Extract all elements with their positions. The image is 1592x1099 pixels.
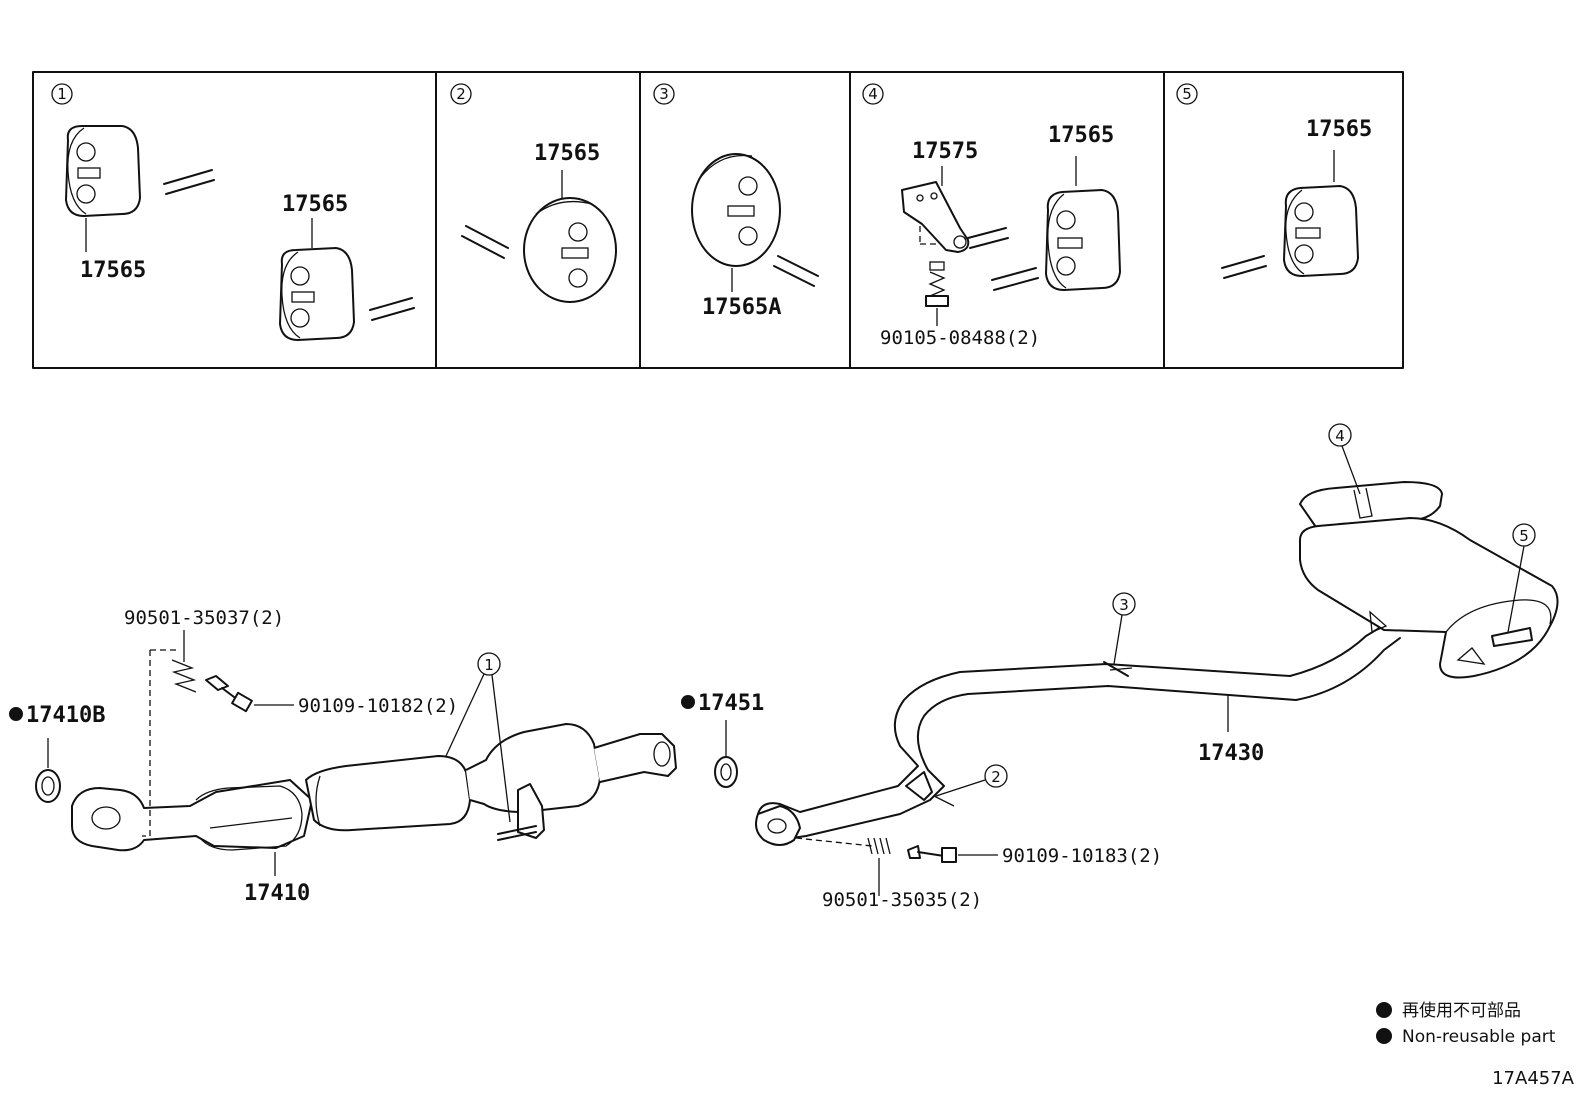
screw-icon [907, 845, 957, 863]
hanger-pin-icon [1221, 255, 1267, 279]
part-label: 17430 [1198, 741, 1264, 766]
panel-index-4: 4 [862, 83, 884, 105]
part-label: 17565 [1306, 117, 1372, 142]
part-label: 1 [57, 85, 67, 103]
part-label: 17565 [534, 141, 600, 166]
part-label: 90109-10182(2) [298, 695, 458, 717]
part-label: 5 [1519, 527, 1529, 545]
gasket-icon [714, 756, 738, 788]
part-label: 2 [991, 768, 1001, 786]
part-label: 3 [659, 85, 669, 103]
diagram-code: 17A457A [1492, 1068, 1575, 1089]
panel-index-2: 2 [450, 83, 472, 105]
part-label: 17410B [26, 703, 105, 728]
rubber-hanger-icon [1045, 189, 1121, 291]
tailpipe-assembly [755, 481, 1559, 846]
hanger-pin-icon [369, 297, 415, 321]
part-label: 2 [456, 85, 466, 103]
part-label: 17565 [1048, 123, 1114, 148]
hanger-pin-icon [461, 225, 509, 259]
part-label: 90105-08488(2) [880, 327, 1040, 349]
rubber-hanger-icon [65, 125, 141, 217]
bracket-icon [901, 181, 1009, 253]
part-label: 90501-35035(2) [822, 889, 982, 911]
panel-index-3: 3 [653, 83, 675, 105]
panel-frame [32, 71, 1404, 369]
detail-panels [32, 71, 1404, 369]
part-label: 17565 [282, 192, 348, 217]
callout-4: 4 [1328, 423, 1361, 495]
part-label: 17565A [702, 295, 781, 320]
rubber-hanger-icon [691, 153, 781, 267]
spring-bolt-icon [171, 659, 197, 693]
part-label: 17410 [244, 881, 310, 906]
non-reusable-marker-icon [681, 695, 695, 709]
part-label: 17575 [912, 139, 978, 164]
panel-index-5: 5 [1176, 83, 1198, 105]
hanger-pin-icon [773, 255, 819, 287]
rubber-hanger-icon [279, 247, 355, 341]
part-label: 1 [484, 656, 494, 674]
panel-index-1: 1 [51, 83, 73, 105]
non-reusable-marker-icon [1376, 1028, 1392, 1044]
part-label: 4 [1335, 427, 1345, 445]
hanger-pin-icon [991, 267, 1039, 291]
part-label: 17565 [80, 258, 146, 283]
hanger-pin-icon [163, 169, 215, 195]
part-label: 90501-35037(2) [124, 607, 284, 629]
part-label: 3 [1119, 596, 1129, 614]
rubber-hanger-icon [523, 197, 617, 303]
legend-english: Non-reusable part [1402, 1027, 1556, 1047]
callout-2: 2 [935, 764, 1008, 797]
bolt-icon [925, 261, 949, 307]
spring-bolt-icon [867, 837, 891, 855]
callout-5: 5 [1507, 523, 1536, 633]
converter-assembly [71, 723, 677, 852]
screw-icon [205, 675, 253, 713]
part-label: 90109-10183(2) [1002, 845, 1162, 867]
part-label: 4 [868, 85, 878, 103]
non-reusable-marker-icon [1376, 1002, 1392, 1018]
gasket-icon [35, 769, 61, 803]
part-label: 5 [1182, 85, 1192, 103]
callout-1: 1 [445, 652, 511, 823]
callout-3: 3 [1112, 592, 1136, 665]
legend-japanese: 再使用不可部品 [1402, 1000, 1521, 1021]
non-reusable-marker-icon [9, 707, 23, 721]
legend: 再使用不可部品 Non-reusable part [1376, 1000, 1556, 1047]
rubber-hanger-icon [1283, 185, 1359, 277]
part-label: 17451 [698, 691, 764, 716]
